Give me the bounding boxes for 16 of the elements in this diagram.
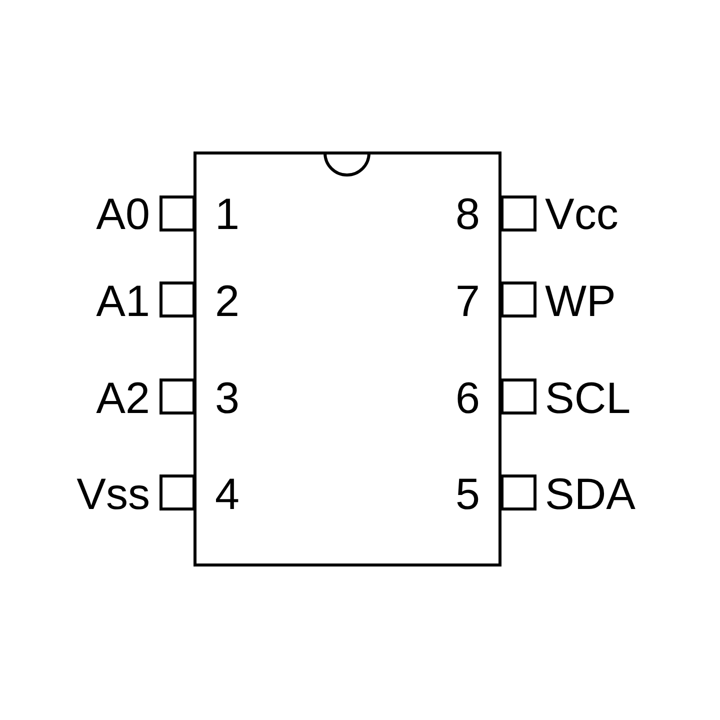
pin-label: SCL [545, 374, 631, 424]
pin-label: A0 [96, 190, 150, 240]
pin-number: 3 [215, 374, 240, 424]
pin-number: 8 [456, 190, 480, 240]
pin-label: Vcc [545, 190, 618, 240]
pin-number: 5 [456, 470, 480, 520]
pin-number: 2 [215, 277, 240, 327]
pin-number: 6 [456, 374, 480, 424]
pin-label: SDA [545, 470, 636, 520]
pin-label: Vss [76, 470, 150, 520]
pin-number: 1 [215, 190, 240, 240]
pin-label: A2 [96, 374, 150, 424]
pin-number: 7 [456, 277, 480, 327]
pin-label: WP [545, 277, 616, 327]
pin-label: A1 [96, 277, 150, 327]
pin-number: 4 [215, 470, 240, 520]
